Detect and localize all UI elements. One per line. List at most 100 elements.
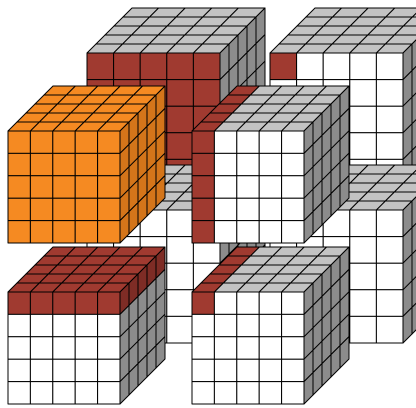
cube-front-bottom-left-front-cell [53, 337, 75, 359]
cube-back-top-left-front-cell [193, 53, 220, 80]
cube-front-top-right-front-cell [237, 176, 259, 198]
cube-front-bottom-right-front-cell [259, 382, 281, 404]
cube-front-bottom-left-front-cell [98, 337, 120, 359]
cube-back-top-left-front-cell [167, 80, 194, 107]
cube-front-bottom-left-front-cell [98, 292, 120, 314]
cube-front-bottom-left-front-cell [30, 337, 52, 359]
cube-front-bottom-right-front-cell [237, 382, 259, 404]
cube-front-bottom-left [8, 247, 165, 404]
cube-front-top-left [8, 86, 165, 243]
cube-front-bottom-left-front-cell [98, 314, 120, 336]
cube-front-top-right-front-cell [214, 176, 236, 198]
cube-front-bottom-left-front-cell [30, 314, 52, 336]
cube-front-top-left-front-cell [75, 153, 97, 175]
cube-front-top-right-front-cell [192, 131, 214, 153]
cube-back-bottom-right-front-cell [350, 210, 377, 237]
cube-front-top-right-front-cell [259, 131, 281, 153]
cube-front-bottom-right-front-cell [237, 359, 259, 381]
cube-back-top-left-front-cell [87, 53, 114, 80]
cube-front-bottom-left-front-cell [53, 382, 75, 404]
cube-back-top-right-front-cell [323, 53, 350, 80]
cube-front-bottom-right-front-cell [282, 314, 304, 336]
cube-front-bottom-right-front-cell [282, 382, 304, 404]
cube-front-bottom-left-front-cell [75, 382, 97, 404]
cube-front-bottom-right-front-cell [192, 314, 214, 336]
cube-front-bottom-left-front-cell [8, 337, 30, 359]
cube-front-top-right [192, 86, 349, 243]
cube-front-bottom-right-front-cell [192, 292, 214, 314]
cube-front-bottom-right-front-cell [214, 314, 236, 336]
cube-front-top-right-front-cell [192, 198, 214, 220]
cube-front-bottom-right-front-cell [259, 337, 281, 359]
cube-front-top-left-front-cell [53, 176, 75, 198]
cube-front-bottom-left-front-cell [98, 359, 120, 381]
cube-front-bottom-left-front-cell [8, 382, 30, 404]
cube-back-top-left-front-cell [140, 53, 167, 80]
cube-back-bottom-right-front-cell [376, 210, 403, 237]
cube-back-bottom-left-front-cell [167, 237, 194, 264]
cube-front-top-left-front-cell [53, 131, 75, 153]
cube-front-top-right-front-cell [282, 176, 304, 198]
cube-front-top-left-front-cell [53, 221, 75, 243]
cube-back-bottom-left-front-cell [167, 316, 194, 343]
cube-back-top-right-front-cell [376, 133, 403, 160]
cube-front-bottom-right-front-cell [237, 337, 259, 359]
cube-back-top-right-front-cell [297, 53, 324, 80]
cube-back-bottom-right-front-cell [350, 316, 377, 343]
cube-front-bottom-right-front-cell [237, 292, 259, 314]
cube-back-top-right-front-cell [350, 80, 377, 107]
cube-back-bottom-right-front-cell [376, 263, 403, 290]
cube-back-top-right-front-cell [350, 106, 377, 133]
cube-front-top-right-front-cell [237, 198, 259, 220]
cube-front-bottom-right-front-cell [259, 359, 281, 381]
cube-front-top-right-front-cell [282, 221, 304, 243]
cube-back-top-left-front-cell [193, 80, 220, 107]
cube-front-top-right-front-cell [282, 131, 304, 153]
cube-back-top-left-front-cell [167, 133, 194, 160]
cube-back-bottom-right-front-cell [376, 290, 403, 317]
cube-front-top-right-front-cell [282, 198, 304, 220]
cube-back-bottom-right-front-cell [376, 316, 403, 343]
cube-front-bottom-left-front-cell [53, 359, 75, 381]
cube-front-top-left-front-cell [98, 176, 120, 198]
cube-front-top-left-front-cell [8, 131, 30, 153]
cube-front-top-left-front-cell [75, 198, 97, 220]
cube-front-bottom-right-front-cell [282, 292, 304, 314]
cube-front-top-left-front-cell [53, 198, 75, 220]
cube-front-bottom-right-front-cell [259, 314, 281, 336]
cube-back-top-right-front-cell [376, 106, 403, 133]
cube-front-top-left-front-cell [98, 131, 120, 153]
cube-front-top-right-front-cell [259, 198, 281, 220]
cube-front-top-left-front-cell [98, 198, 120, 220]
cube-front-bottom-left-front-cell [75, 314, 97, 336]
cube-front-top-right-front-cell [259, 176, 281, 198]
cube-back-bottom-right-front-cell [350, 263, 377, 290]
cube-back-top-right-front-cell [376, 80, 403, 107]
cube-front-top-left-front-cell [30, 198, 52, 220]
cube-front-bottom-right-front-cell [259, 292, 281, 314]
cube-front-top-left-front-cell [30, 176, 52, 198]
cube-front-top-right-front-cell [214, 153, 236, 175]
cube-back-bottom-right-front-cell [350, 237, 377, 264]
cube-front-top-right-front-cell [192, 176, 214, 198]
cube-front-top-left-front-cell [8, 198, 30, 220]
cube-front-bottom-left-front-cell [30, 382, 52, 404]
cube-front-top-right-front-cell [237, 221, 259, 243]
cube-front-top-left-front-cell [53, 153, 75, 175]
cube-back-top-left-front-cell [167, 53, 194, 80]
cube-front-bottom-right-front-cell [282, 337, 304, 359]
cube-front-top-left-front-cell [30, 131, 52, 153]
cube-back-bottom-right-front-cell [376, 237, 403, 264]
cube-front-bottom-left-front-cell [30, 359, 52, 381]
cube-front-bottom-right-front-cell [192, 337, 214, 359]
cube-front-bottom-left-front-cell [30, 292, 52, 314]
cube-front-bottom-right [192, 247, 349, 404]
cube-back-bottom-left-front-cell [167, 210, 194, 237]
cube-front-top-right-front-cell [237, 131, 259, 153]
cube-back-top-left-front-cell [114, 53, 141, 80]
cube-back-top-left-front-cell [167, 106, 194, 133]
cube-front-bottom-left-front-cell [8, 292, 30, 314]
cube-front-top-right-front-cell [192, 221, 214, 243]
cube-front-bottom-left-front-cell [8, 314, 30, 336]
